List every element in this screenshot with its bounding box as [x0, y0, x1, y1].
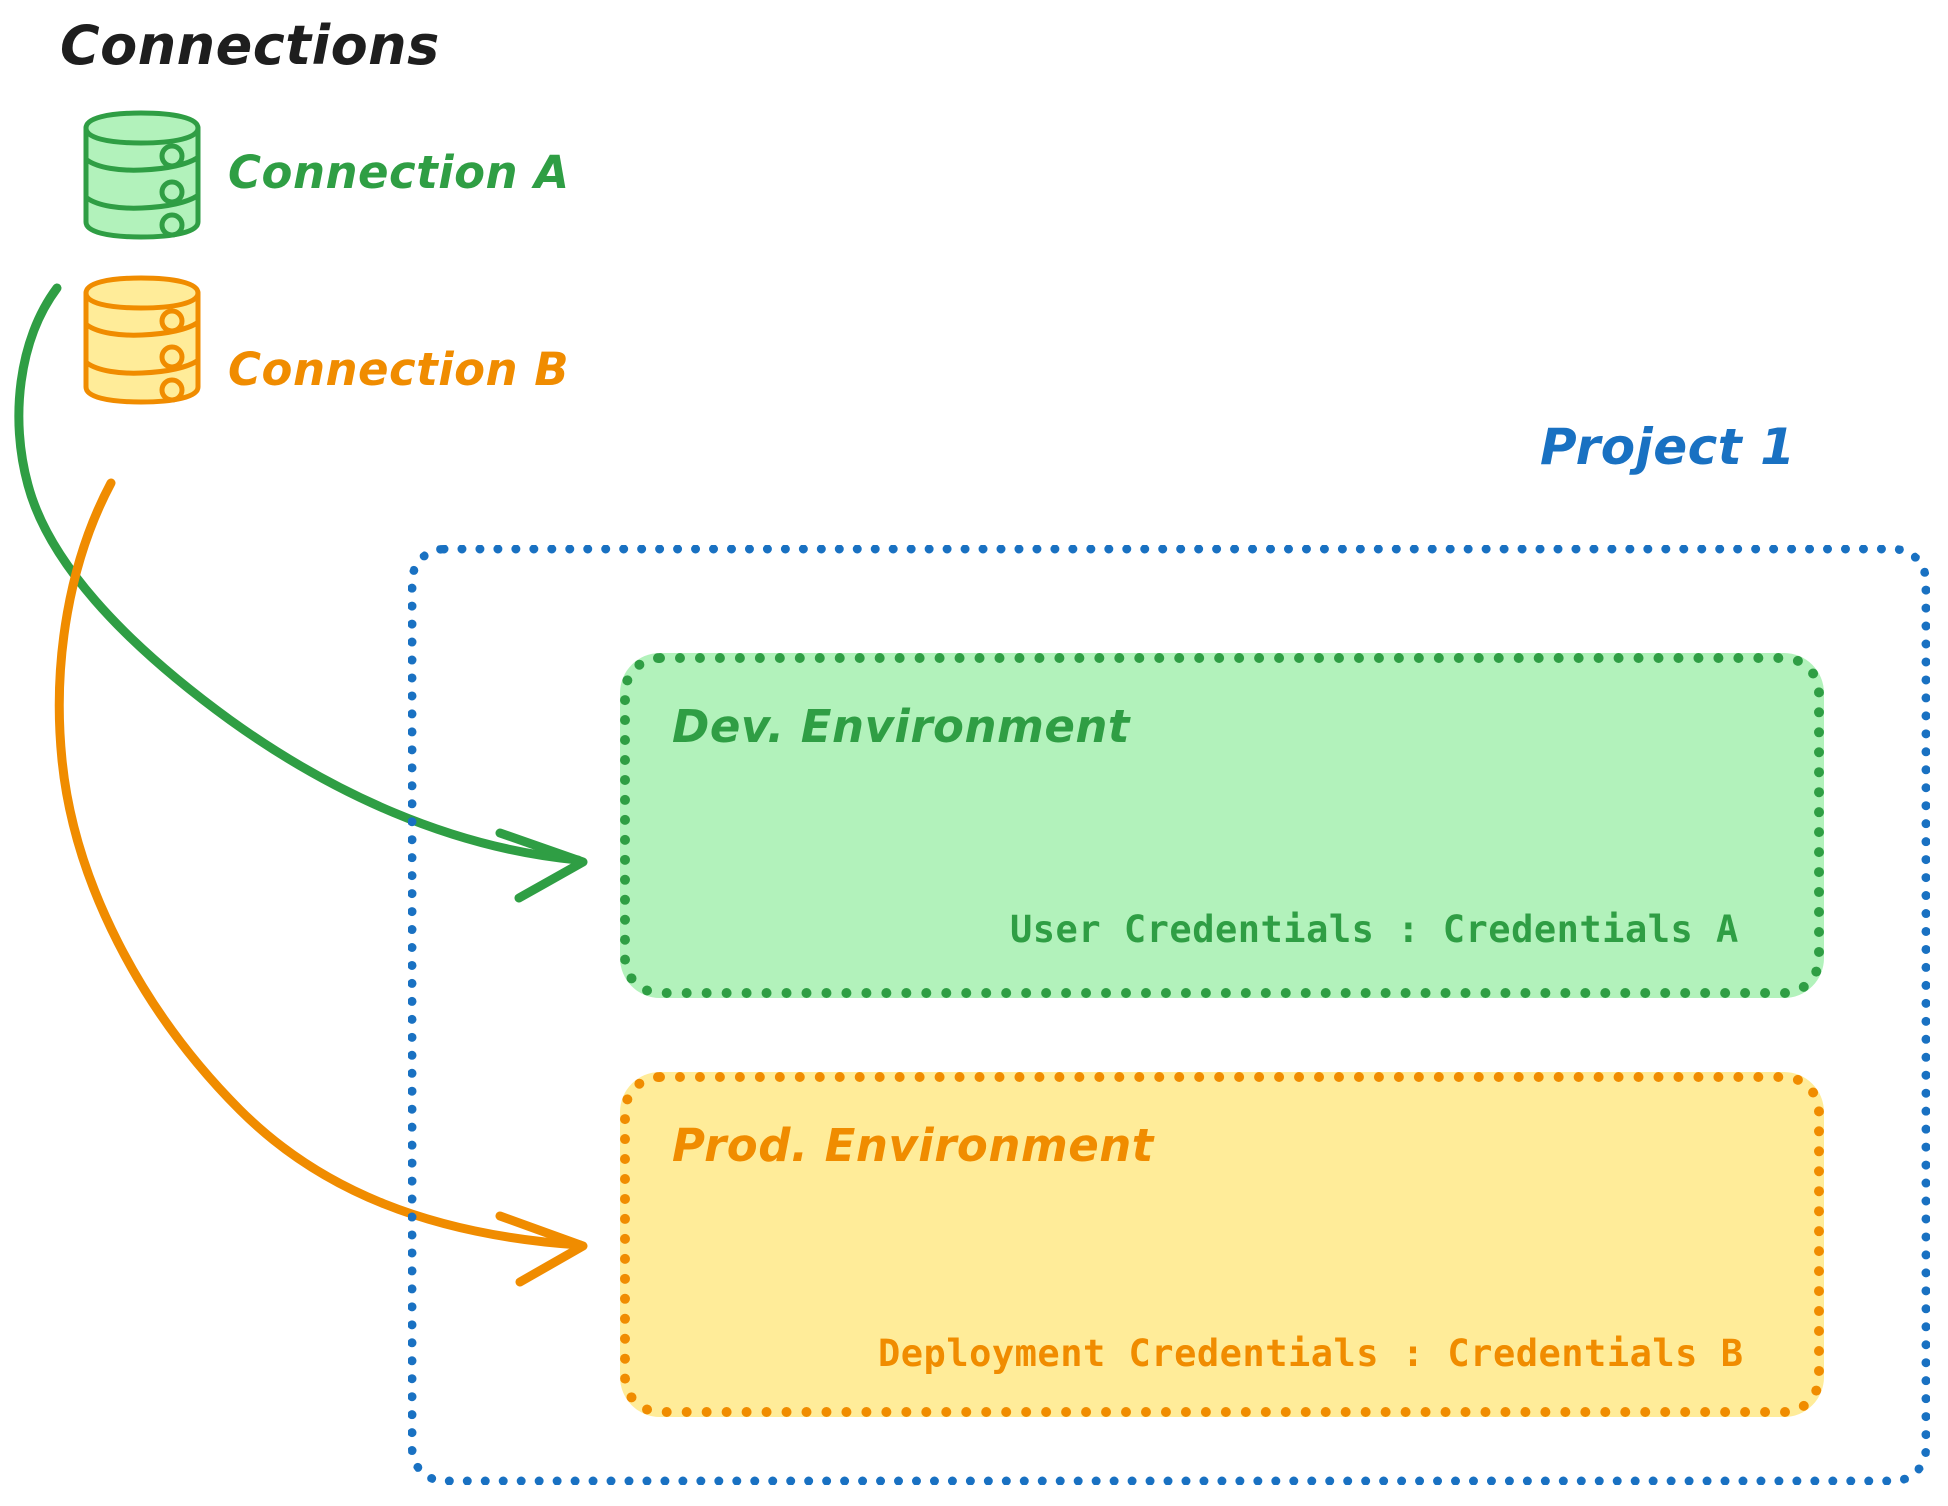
prod-environment-title: Prod. Environment: [672, 1119, 1154, 1172]
page-title: Connections: [60, 14, 440, 77]
connection-b-label: Connection B: [228, 343, 570, 396]
prod-environment-box[interactable]: [620, 1072, 1824, 1417]
prod-environment-credentials: Deployment Credentials : Credentials B: [878, 1332, 1744, 1375]
dev-environment-box[interactable]: [620, 653, 1824, 998]
database-cylinder-icon-connection-a[interactable]: [78, 110, 208, 240]
project-container: [408, 545, 1930, 1485]
dev-environment-title: Dev. Environment: [672, 700, 1130, 753]
project-label: Project 1: [1540, 418, 1796, 476]
connection-a-label: Connection A: [228, 146, 570, 199]
dev-environment-credentials: User Credentials : Credentials A: [1010, 908, 1739, 951]
database-cylinder-icon-connection-b[interactable]: [78, 275, 208, 405]
